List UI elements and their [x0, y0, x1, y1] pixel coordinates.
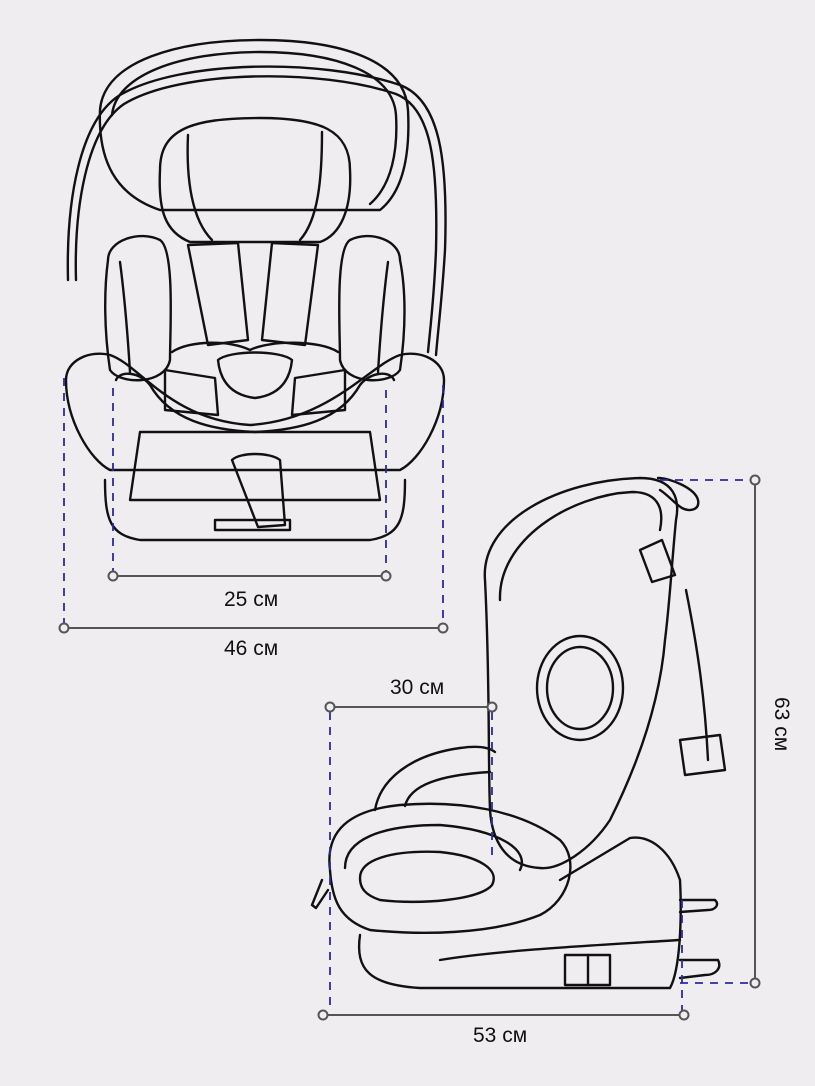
front-view-drawing	[64, 38, 447, 542]
dimension-guides	[58, 378, 761, 1021]
dimension-label-length: 53 см	[473, 1024, 528, 1047]
dimension-label-seat-depth: 30 см	[390, 676, 445, 699]
dimension-label-inner-width: 25 см	[224, 588, 279, 611]
dimension-label-height: 63 см	[770, 697, 793, 752]
side-view-drawing	[310, 476, 727, 990]
dimension-label-outer-width: 46 см	[224, 637, 279, 660]
